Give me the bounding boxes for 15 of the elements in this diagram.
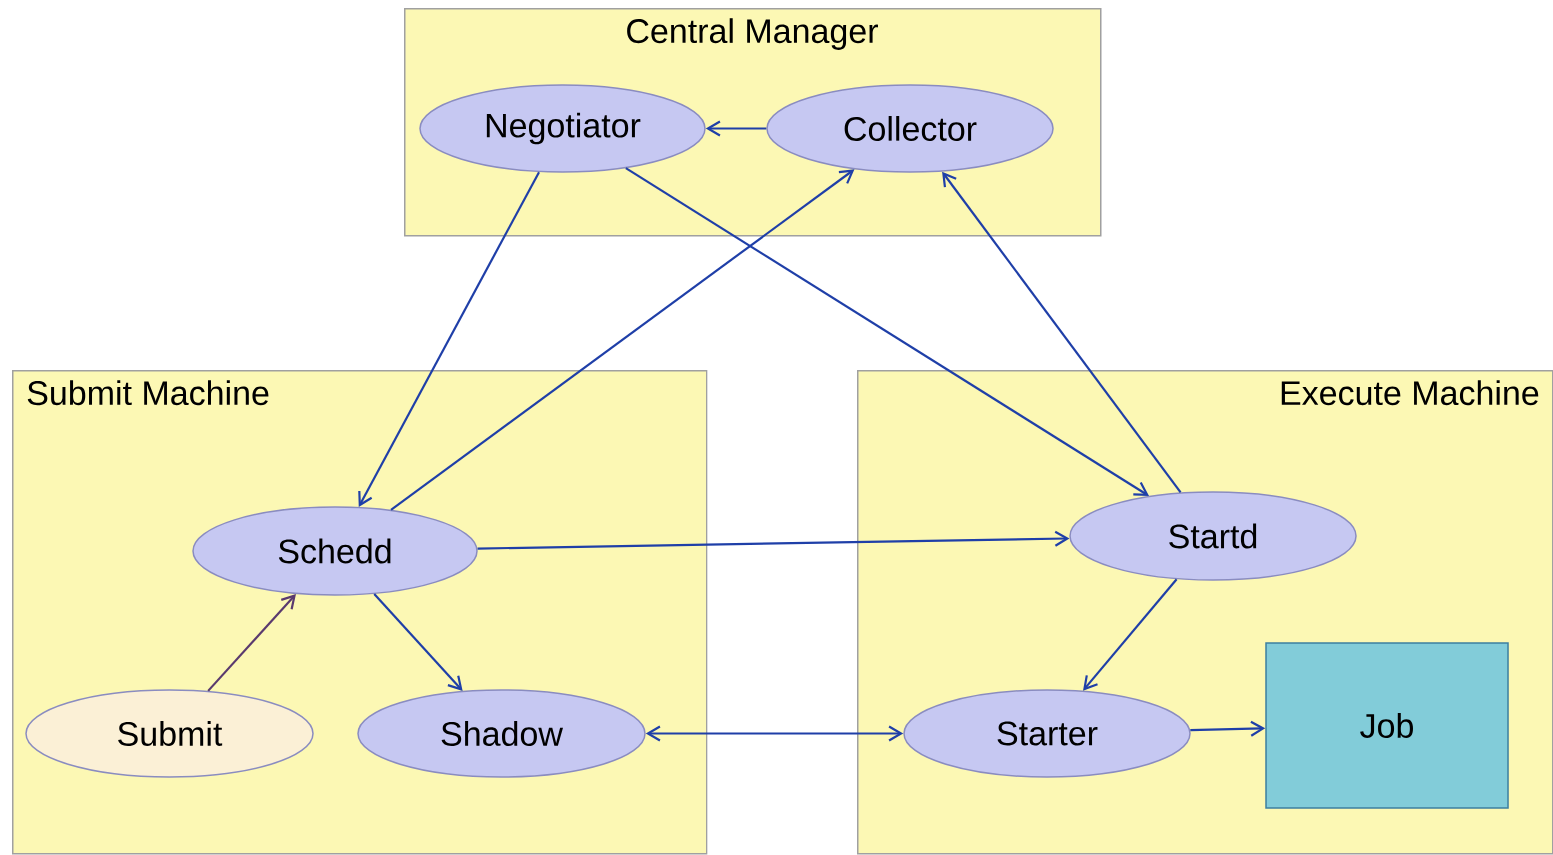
arrow — [477, 530, 1070, 550]
job-box: Job — [1265, 642, 1509, 809]
arrow — [1190, 720, 1266, 737]
arrow — [645, 725, 904, 742]
arrow — [705, 120, 767, 137]
box-title: Execute Machine — [1281, 380, 1539, 406]
arrow — [373, 593, 463, 691]
arrow — [1083, 578, 1178, 691]
arrow — [942, 171, 1182, 494]
arrow — [390, 169, 855, 511]
box-title: Central Manager — [627, 18, 878, 50]
arrow — [358, 171, 540, 507]
arrow — [625, 167, 1150, 496]
box-title: Submit Machine — [27, 380, 269, 406]
arrow — [207, 594, 296, 692]
